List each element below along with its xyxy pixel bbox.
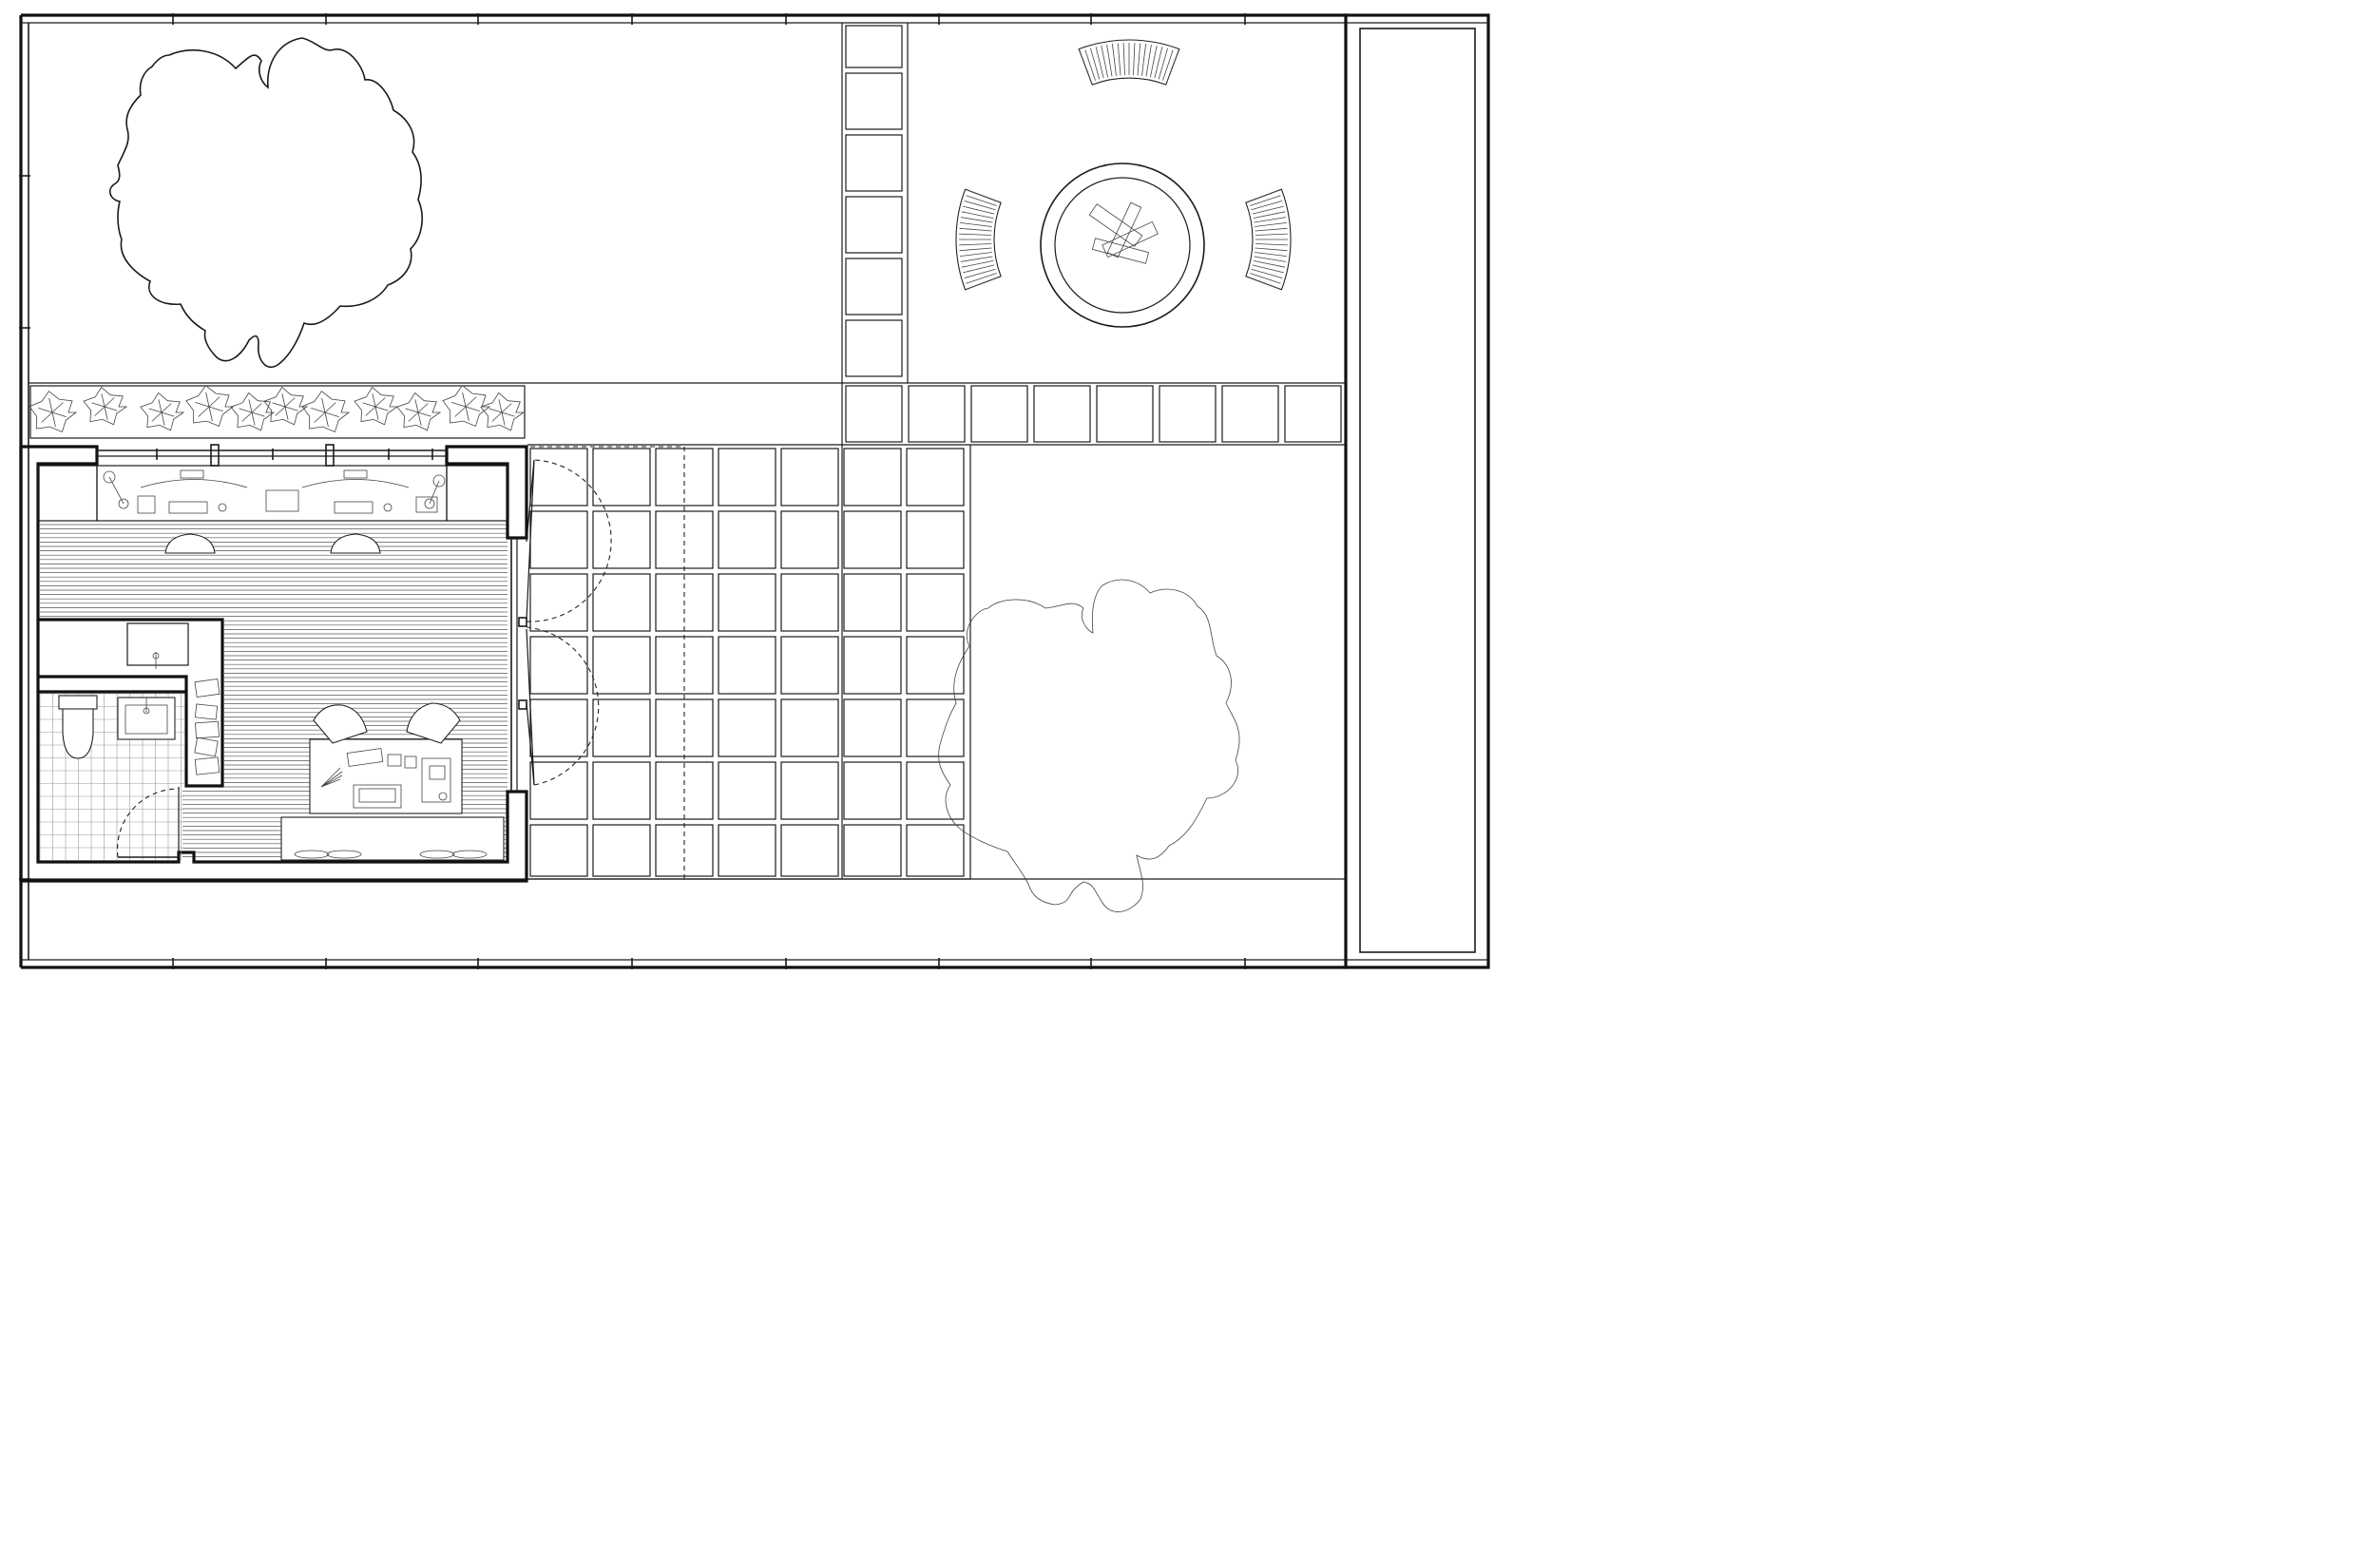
paver-terrace [527,444,971,880]
bench-icon [955,188,1002,291]
paver [529,573,588,632]
shrub-icon [301,391,351,433]
door-swing-icon [116,787,180,858]
paver [718,698,776,757]
chair-icon [164,533,381,554]
paver [529,824,588,877]
paver [592,448,651,507]
paver [592,573,651,632]
desk-counter [37,465,508,522]
paver [529,448,588,507]
bench-icon [280,816,505,861]
paver [718,636,776,695]
paver [592,761,651,820]
studio-building [19,444,612,883]
shrub-icon [354,386,399,426]
paver [780,636,839,695]
bench-icon [1078,39,1180,86]
shrub-icon [29,385,526,433]
paver [780,573,839,632]
paver [592,698,651,757]
paver [718,448,776,507]
paver [529,761,588,820]
paver [718,573,776,632]
paver [718,761,776,820]
paver [906,761,965,820]
paver [843,824,902,877]
door-swing-icon [526,459,612,786]
sink-icon [152,652,160,669]
overhead-canopy-outline [530,446,685,880]
fire-pit-icon [1040,163,1205,328]
shrub-icon [442,385,491,428]
paver [843,761,902,820]
shrub-icon [480,392,526,431]
paver [843,510,902,569]
paver [906,698,965,757]
paver [718,824,776,877]
garden-studio-floor-plan [19,13,1490,969]
paver [529,510,588,569]
paver [906,510,965,569]
paver [718,510,776,569]
shrub-icon [230,392,276,431]
paver [780,510,839,569]
paver [592,824,651,877]
shrub-icon [396,392,442,431]
paver [529,698,588,757]
chair-icon [313,702,461,744]
paver [780,824,839,877]
paver [592,636,651,695]
paver [906,573,965,632]
fence-post-ticks [19,13,1246,969]
sink-icon [117,697,176,740]
fire-pit-area [955,39,1292,328]
paver [780,698,839,757]
paver [529,636,588,695]
bench-icon [1245,188,1292,291]
paver [843,698,902,757]
paver [906,448,965,507]
bench-icon [955,39,1292,291]
shrub-icon [29,391,78,433]
paver [592,510,651,569]
shrub-icon [140,392,185,431]
bathroom [38,690,186,860]
paver [906,824,965,877]
paver-row [845,385,1342,443]
work-table [309,702,463,814]
tree-canopy-icon [108,37,1240,912]
toilet-icon [58,695,98,759]
paver [780,448,839,507]
shrub-icon [83,386,128,426]
paver [843,573,902,632]
shrub-icon [263,386,309,426]
paver [780,761,839,820]
shrub-icon [185,385,235,428]
kitchenette [38,618,224,788]
planter-bed [29,385,526,439]
paver [843,448,902,507]
paver [906,636,965,695]
paver [843,636,902,695]
stepping-stone-path [845,25,903,377]
